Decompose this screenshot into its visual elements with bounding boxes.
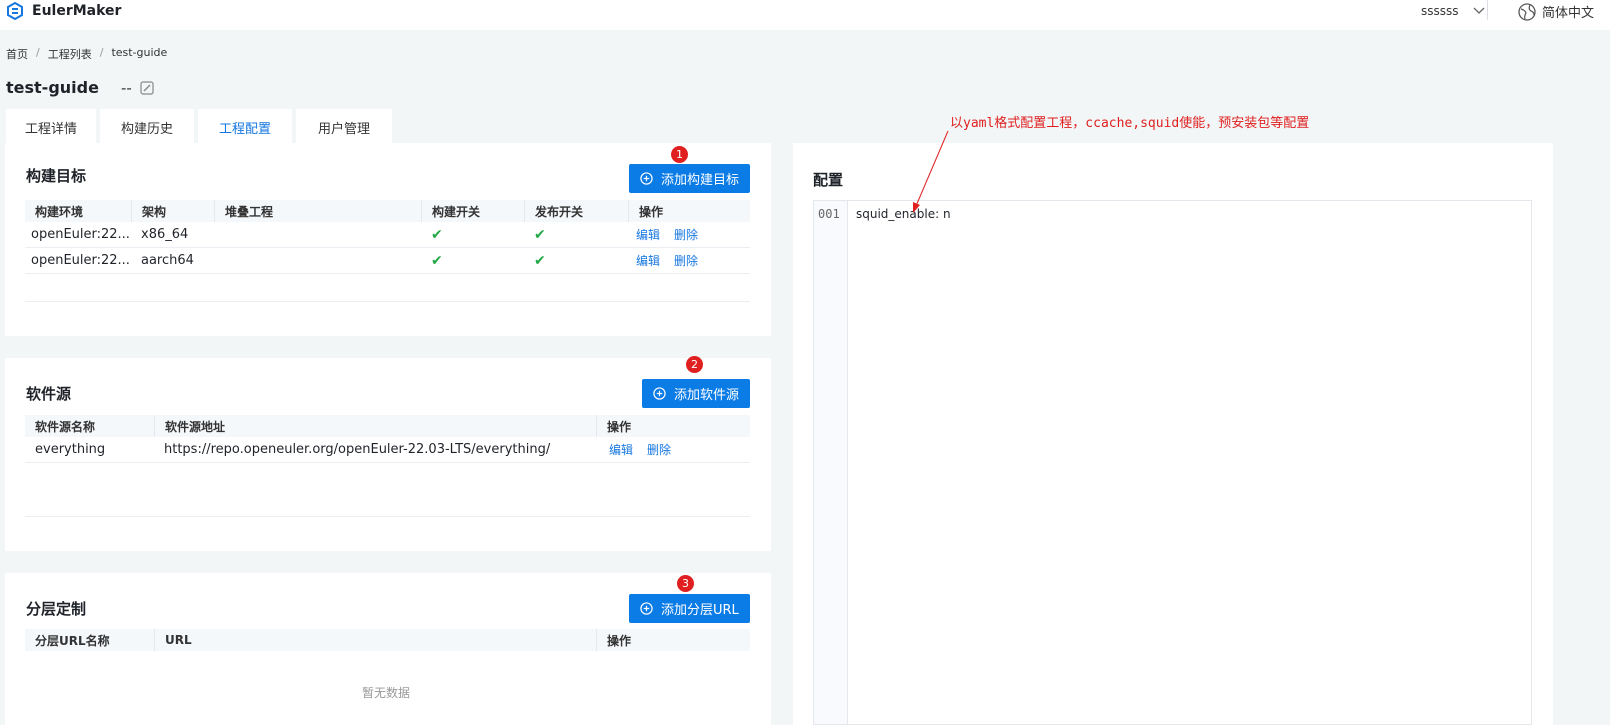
check-icon: ✔ [534, 252, 546, 269]
publish-enabled-cell: ✔ [524, 248, 628, 273]
repos-card: 软件源 添加软件源 2 软件源名称 软件源地址 操作 everything ht… [5, 356, 771, 551]
plus-circle-icon [640, 602, 653, 615]
chevron-down-icon [1473, 7, 1484, 14]
delete-link[interactable]: 删除 [674, 254, 699, 268]
step-badge: 2 [686, 356, 703, 373]
delete-link[interactable]: 删除 [647, 443, 672, 457]
config-title: 配置 [813, 171, 844, 189]
project-description: -- [120, 78, 132, 97]
top-bar: EulerMaker ssssss 简体中文 [0, 0, 1610, 30]
breadcrumb-project-list[interactable]: 工程列表 [47, 48, 92, 61]
add-repo-button[interactable]: 添加软件源 [642, 379, 750, 408]
build-enabled-cell: ✔ [421, 248, 524, 273]
add-layer-url-label: 添加分层URL [661, 603, 739, 618]
step-badge: 1 [671, 146, 688, 163]
column-header: 操作 [596, 629, 750, 651]
column-header: 发布开关 [524, 200, 628, 222]
add-build-target-label: 添加构建目标 [661, 173, 740, 188]
yaml-editor[interactable]: 001 squid_enable: n [813, 200, 1532, 725]
repo-url-cell: https://repo.openeuler.org/openEuler-22.… [164, 442, 551, 457]
tab-project-details[interactable]: 工程详情 [6, 109, 96, 146]
build-targets-title: 构建目标 [26, 167, 87, 185]
tab-project-config[interactable]: 工程配置 [198, 109, 292, 146]
add-repo-label: 添加软件源 [674, 388, 740, 403]
build-enabled-cell: ✔ [421, 222, 524, 247]
column-header: 构建开关 [421, 200, 524, 222]
layers-header: 分层URL名称 URL 操作 [25, 629, 750, 651]
column-header: URL [154, 629, 596, 651]
plus-circle-icon [653, 387, 666, 400]
repo-name-cell: everything [35, 442, 106, 457]
layers-card: 分层定制 添加分层URL 3 分层URL名称 URL 操作 暂无数据 [5, 573, 771, 725]
username: ssssss [1421, 4, 1459, 18]
check-icon: ✔ [534, 226, 546, 243]
table-divider [25, 516, 750, 517]
line-number: 001 [818, 207, 840, 221]
table-row: openEuler:22.... aarch64 ✔ ✔ 编辑 删除 [25, 248, 750, 274]
check-icon: ✔ [431, 226, 443, 243]
build-env-cell: openEuler:22.... [31, 227, 131, 242]
column-header: 堆叠工程 [214, 200, 422, 222]
build-targets-card: 构建目标 添加构建目标 1 构建环境 架构 堆叠工程 构建开关 发布开关 操作 … [5, 143, 771, 336]
empty-state: 暂无数据 [362, 686, 411, 700]
tab-build-history[interactable]: 构建历史 [100, 109, 194, 146]
eulermaker-logo-icon [7, 2, 23, 20]
header-divider [1487, 0, 1488, 20]
repos-title: 软件源 [26, 385, 72, 403]
line-number-gutter: 001 [814, 201, 848, 724]
page-title: test-guide [6, 78, 99, 97]
globe-icon [1518, 2, 1536, 21]
code-line[interactable]: squid_enable: n [856, 207, 951, 221]
breadcrumb-separator: / [99, 46, 104, 59]
actions-cell: 编辑 删除 [596, 437, 750, 462]
app-logo[interactable]: EulerMaker [6, 2, 121, 20]
tab-bar: 工程详情 构建历史 工程配置 用户管理 [6, 109, 396, 146]
edit-link[interactable]: 编辑 [636, 254, 661, 268]
tab-user-management[interactable]: 用户管理 [296, 109, 392, 146]
edit-icon[interactable] [140, 80, 154, 95]
column-header: 软件源名称 [35, 419, 96, 434]
breadcrumb: 首页 / 工程列表 / test-guide [6, 46, 167, 62]
build-targets-header: 构建环境 架构 堆叠工程 构建开关 发布开关 操作 [25, 200, 750, 222]
language-label: 简体中文 [1542, 6, 1595, 21]
column-header: 构建环境 [35, 204, 84, 219]
arch-cell: x86_64 [141, 227, 189, 242]
add-layer-url-button[interactable]: 添加分层URL [629, 594, 750, 623]
project-header: test-guide -- [6, 78, 154, 97]
user-menu[interactable]: ssssss [1421, 4, 1485, 18]
column-header: 操作 [628, 200, 750, 222]
column-header: 操作 [596, 415, 750, 437]
column-header: 分层URL名称 [35, 633, 110, 648]
delete-link[interactable]: 删除 [674, 228, 699, 242]
table-row: everything https://repo.openeuler.org/op… [25, 437, 750, 463]
build-env-cell: openEuler:22.... [31, 253, 131, 268]
repos-header: 软件源名称 软件源地址 操作 [25, 415, 750, 437]
publish-enabled-cell: ✔ [524, 222, 628, 247]
layers-title: 分层定制 [26, 600, 87, 618]
breadcrumb-separator: / [36, 46, 40, 59]
annotation-text: 以yaml格式配置工程，ccache,squid使能，预安装包等配置 [950, 116, 1310, 131]
language-switch[interactable]: 简体中文 [1518, 2, 1594, 21]
arch-cell: aarch64 [141, 253, 194, 268]
actions-cell: 编辑 删除 [628, 222, 750, 247]
edit-link[interactable]: 编辑 [609, 443, 634, 457]
check-icon: ✔ [431, 252, 443, 269]
column-header: 架构 [131, 200, 214, 222]
table-row: openEuler:22.... x86_64 ✔ ✔ 编辑 删除 [25, 222, 750, 248]
step-badge: 3 [677, 575, 694, 592]
actions-cell: 编辑 删除 [628, 248, 750, 273]
breadcrumb-current: test-guide [111, 46, 168, 59]
app-name: EulerMaker [32, 3, 122, 19]
table-divider [25, 301, 750, 302]
edit-link[interactable]: 编辑 [636, 228, 661, 242]
column-header: 软件源地址 [154, 415, 596, 437]
add-build-target-button[interactable]: 添加构建目标 [629, 164, 750, 193]
plus-circle-icon [640, 172, 653, 185]
breadcrumb-home[interactable]: 首页 [6, 48, 28, 61]
